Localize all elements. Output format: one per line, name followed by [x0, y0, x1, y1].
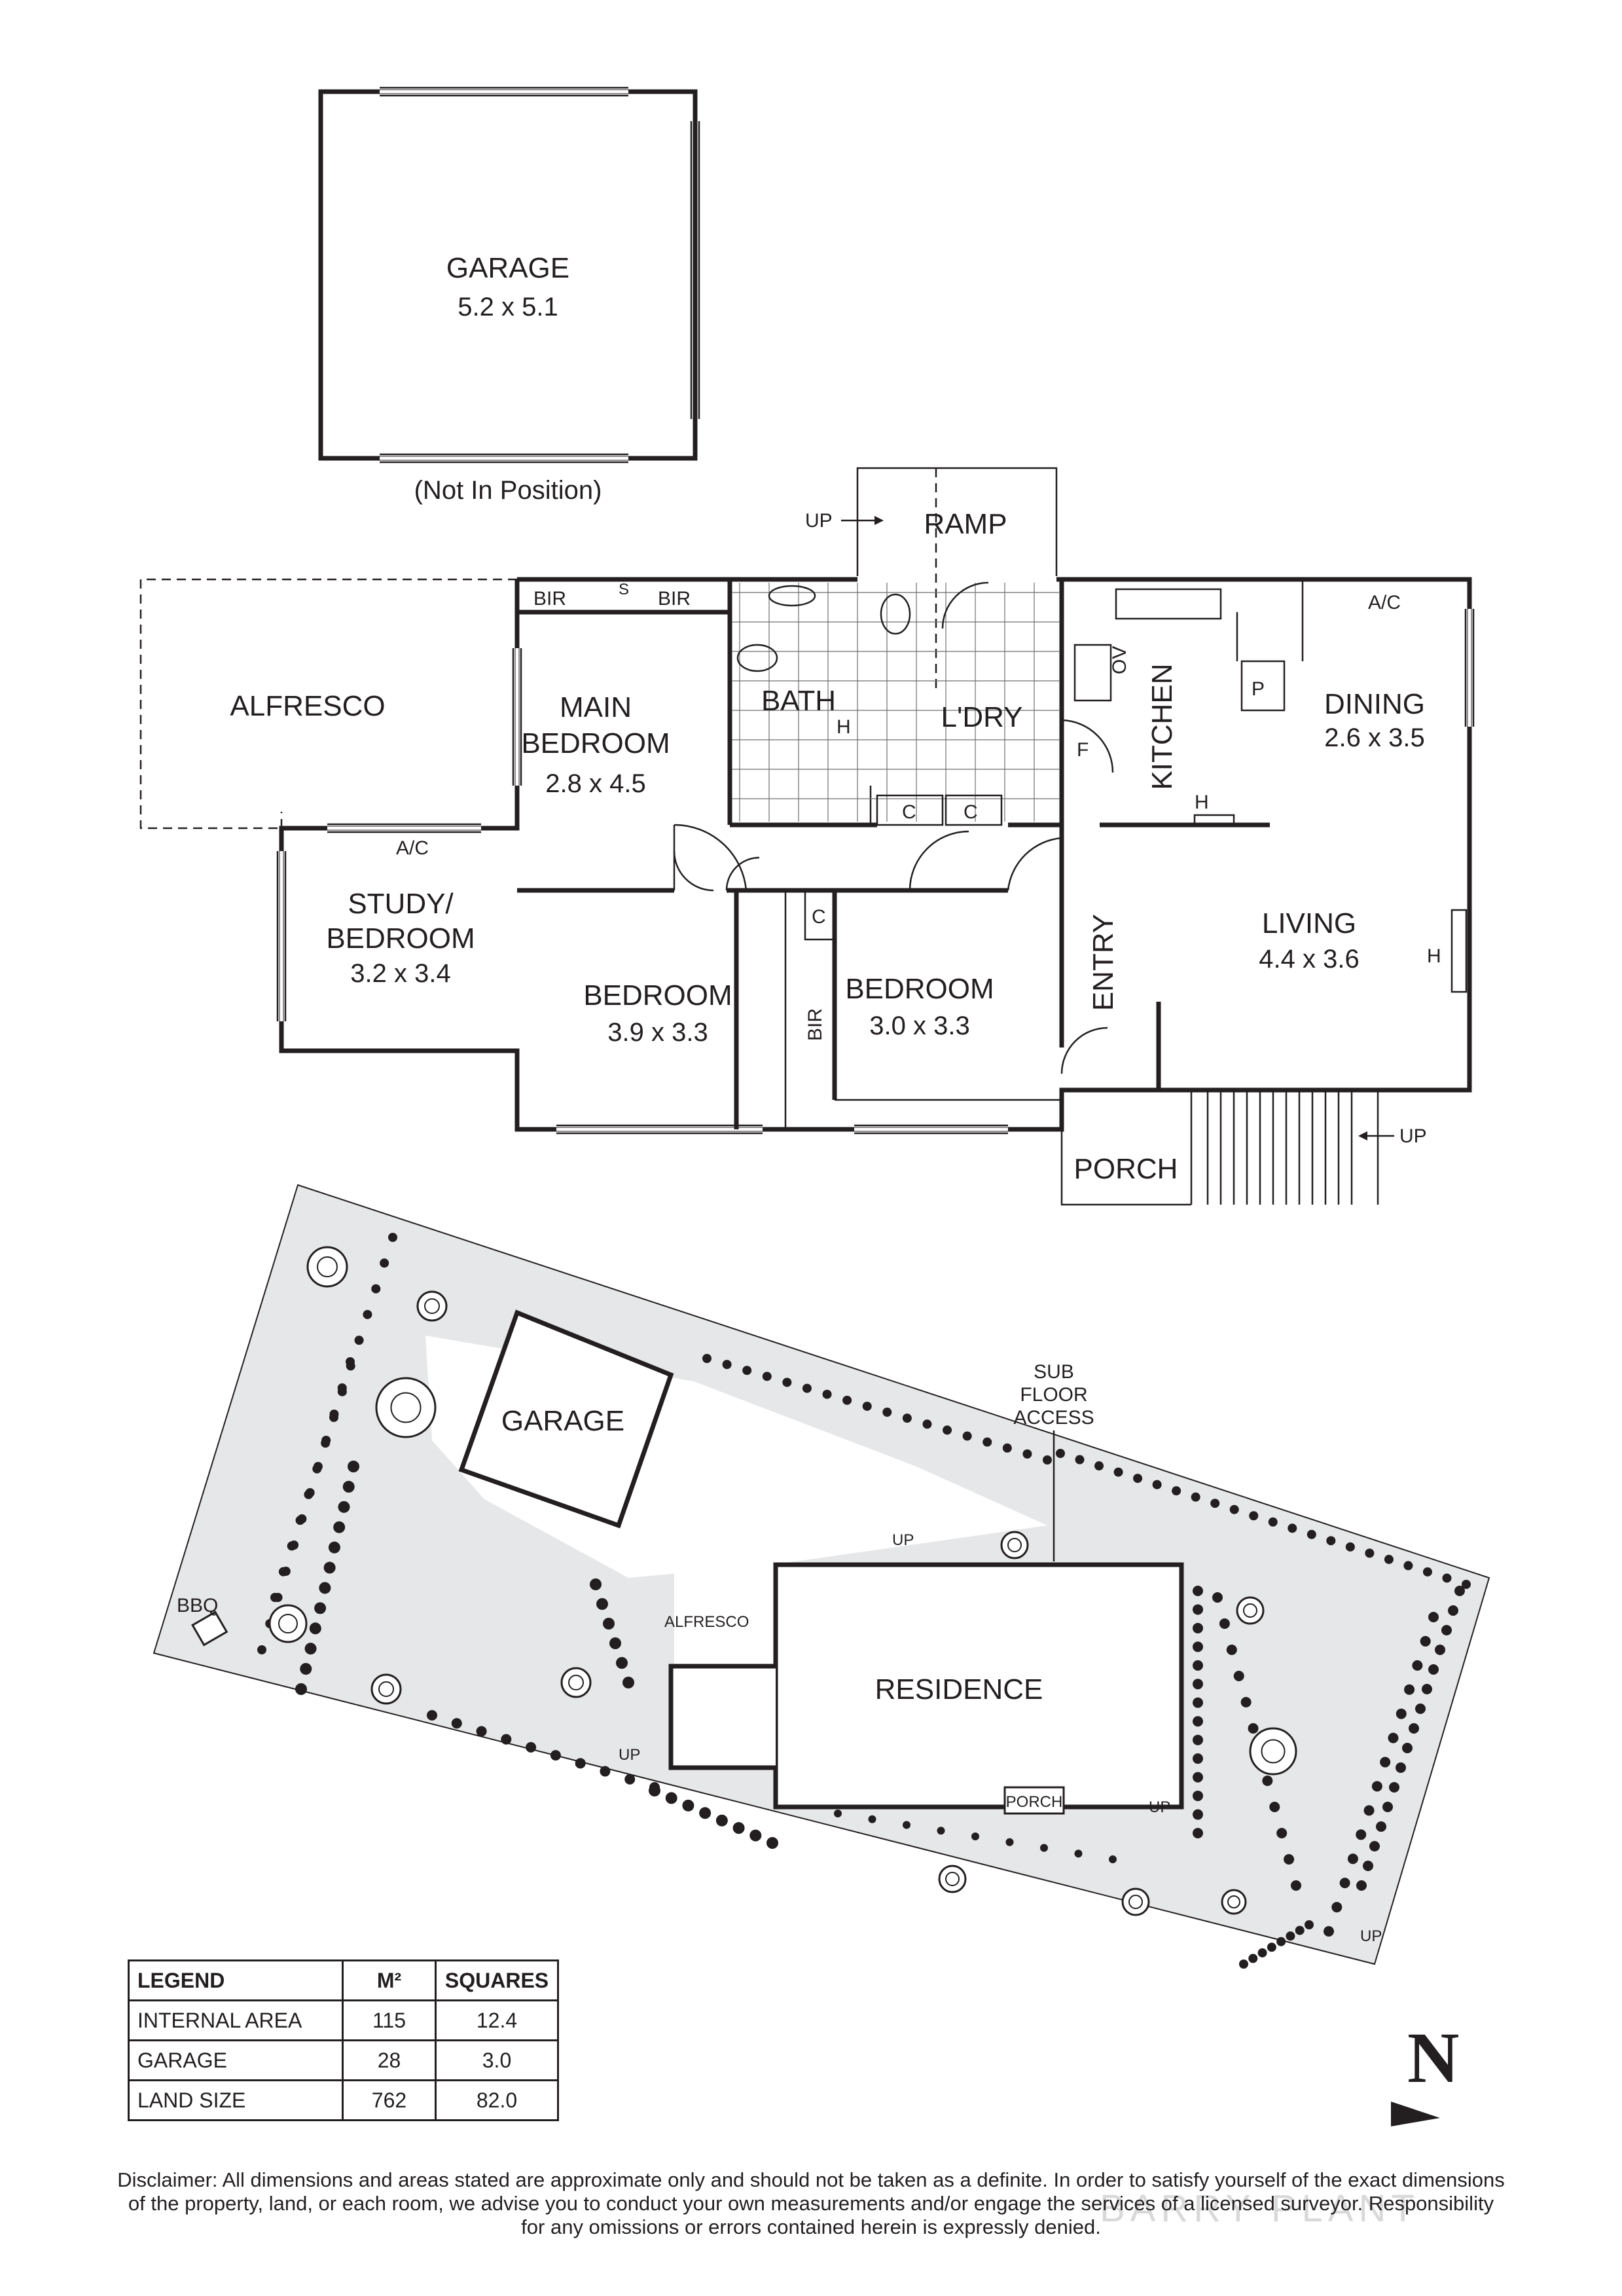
- cupboard-c-1: C: [902, 801, 916, 823]
- site-garage: [458, 1309, 674, 1529]
- bbq-label: BBQ: [177, 1595, 218, 1616]
- ramp-label: RAMP: [924, 508, 1007, 540]
- study-size: 3.2 x 3.4: [350, 959, 450, 988]
- bedroom-2-size: 3.9 x 3.3: [607, 1018, 708, 1047]
- site-up-3: UP: [1360, 1927, 1382, 1945]
- legend-header-row: LEGEND M² SQUARES: [128, 1959, 559, 2001]
- legend-cell: 762: [342, 2079, 437, 2121]
- porch-stairs: [1191, 1089, 1394, 1205]
- sub-floor-label-1: SUB: [1034, 1361, 1074, 1383]
- garage-plan-size: 5.2 x 5.1: [458, 293, 558, 321]
- heater-h-bath: H: [837, 716, 851, 738]
- living-size: 4.4 x 3.6: [1259, 945, 1359, 974]
- bir-label-1: BIR: [533, 588, 566, 610]
- legend-cell: 12.4: [435, 1999, 559, 2041]
- bath-label: BATH: [761, 685, 836, 717]
- ramp-up-label: UP: [805, 510, 833, 532]
- heater-h-living: H: [1427, 945, 1441, 967]
- sub-floor-label-3: ACCESS: [1013, 1407, 1094, 1429]
- legend-cell: GARAGE: [128, 2039, 344, 2081]
- main-bedroom-size: 2.8 x 4.5: [545, 769, 645, 798]
- bedroom-3-size: 3.0 x 3.3: [869, 1011, 969, 1040]
- legend-cell: LAND SIZE: [128, 2079, 344, 2121]
- legend-cell: 3.0: [435, 2039, 559, 2081]
- site-residence-label: RESIDENCE: [875, 1673, 1043, 1705]
- ac-study-label: A/C: [396, 837, 429, 859]
- pantry-p-label: P: [1252, 678, 1265, 700]
- porch-up-label: UP: [1399, 1125, 1427, 1147]
- garden-planting: [257, 1233, 1471, 1969]
- living-label: LIVING: [1262, 907, 1356, 939]
- disclaimer-line: Disclaimer: All dimensions and areas sta…: [117, 2168, 1505, 2191]
- legend-cell: 82.0: [435, 2079, 559, 2121]
- shelf-s-label: S: [619, 581, 629, 598]
- disclaimer-text: Disclaimer: All dimensions and areas sta…: [59, 2168, 1563, 2239]
- legend-cell: 115: [342, 1999, 437, 2041]
- heater-h-kitchen: H: [1195, 792, 1209, 813]
- laundry-label: L'DRY: [941, 701, 1023, 733]
- garage-plan-label: GARAGE: [446, 252, 569, 284]
- garage-floor-plan: GARAGE 5.2 x 5.1 (Not In Position): [318, 86, 700, 505]
- legend-row: INTERNAL AREA 115 12.4: [128, 1999, 559, 2041]
- residence-floor-plan: RAMP UP ALFRESCO: [139, 467, 1475, 1206]
- main-bedroom-label-1: MAIN: [560, 691, 632, 723]
- sub-floor-label-2: FLOOR: [1020, 1384, 1087, 1406]
- disclaimer-line: for any omissions or errors contained he…: [521, 2215, 1101, 2238]
- site-alfresco-label: ALFRESCO: [664, 1613, 749, 1631]
- site-up-1: UP: [892, 1531, 914, 1549]
- legend-header-squares: SQUARES: [435, 1959, 559, 2001]
- bir-label-2: BIR: [658, 588, 691, 610]
- site-garage-label: GARAGE: [501, 1405, 624, 1437]
- legend-cell: INTERNAL AREA: [128, 1999, 344, 2041]
- entry-label: ENTRY: [1087, 914, 1119, 1011]
- alfresco-label: ALFRESCO: [230, 690, 385, 722]
- fridge-f-label: F: [1077, 739, 1089, 761]
- site-porch-up: UP: [1149, 1798, 1170, 1816]
- study-label-2: BEDROOM: [326, 922, 475, 955]
- disclaimer-line: of the property, land, or each room, we …: [128, 2192, 1494, 2215]
- site-plan: GARAGE RESIDENCE ALFRESCO PORCH UP SUB F…: [153, 1184, 1490, 1969]
- legend-header-name: LEGEND: [128, 1959, 344, 2001]
- watermark-logo: BARRY PLANT: [1100, 2187, 1420, 2230]
- dining-label: DINING: [1324, 688, 1425, 720]
- ac-dining-label: A/C: [1368, 592, 1401, 613]
- bir-label-3: BIR: [804, 1008, 826, 1041]
- north-label: N: [1407, 2018, 1460, 2098]
- oven-ov-label: OV: [1109, 646, 1130, 674]
- cupboard-c-2: C: [964, 801, 978, 823]
- legend-row: GARAGE 28 3.0: [128, 2039, 559, 2081]
- porch-label: PORCH: [1074, 1153, 1178, 1185]
- garage-position-note: (Not In Position): [414, 476, 602, 505]
- bedroom-2-label: BEDROOM: [583, 979, 732, 1011]
- bedroom-3-label: BEDROOM: [845, 973, 994, 1005]
- north-arrow-icon: [1391, 2102, 1440, 2126]
- site-porch-label: PORCH: [1006, 1793, 1063, 1811]
- study-label-1: STUDY/: [348, 888, 454, 920]
- cupboard-c-3: C: [812, 906, 826, 928]
- bath-tiles: [732, 583, 1059, 822]
- kitchen-label: KITCHEN: [1146, 663, 1178, 790]
- dining-size: 2.6 x 3.5: [1324, 723, 1424, 752]
- legend-header-m2: M²: [342, 1959, 437, 2001]
- legend-cell: 28: [342, 2039, 437, 2081]
- main-bedroom-label-2: BEDROOM: [521, 727, 670, 759]
- legend-row: LAND SIZE 762 82.0: [128, 2079, 559, 2121]
- legend-table: LEGEND M² SQUARES INTERNAL AREA 115 12.4…: [128, 1959, 559, 2121]
- site-up-2: UP: [619, 1746, 640, 1764]
